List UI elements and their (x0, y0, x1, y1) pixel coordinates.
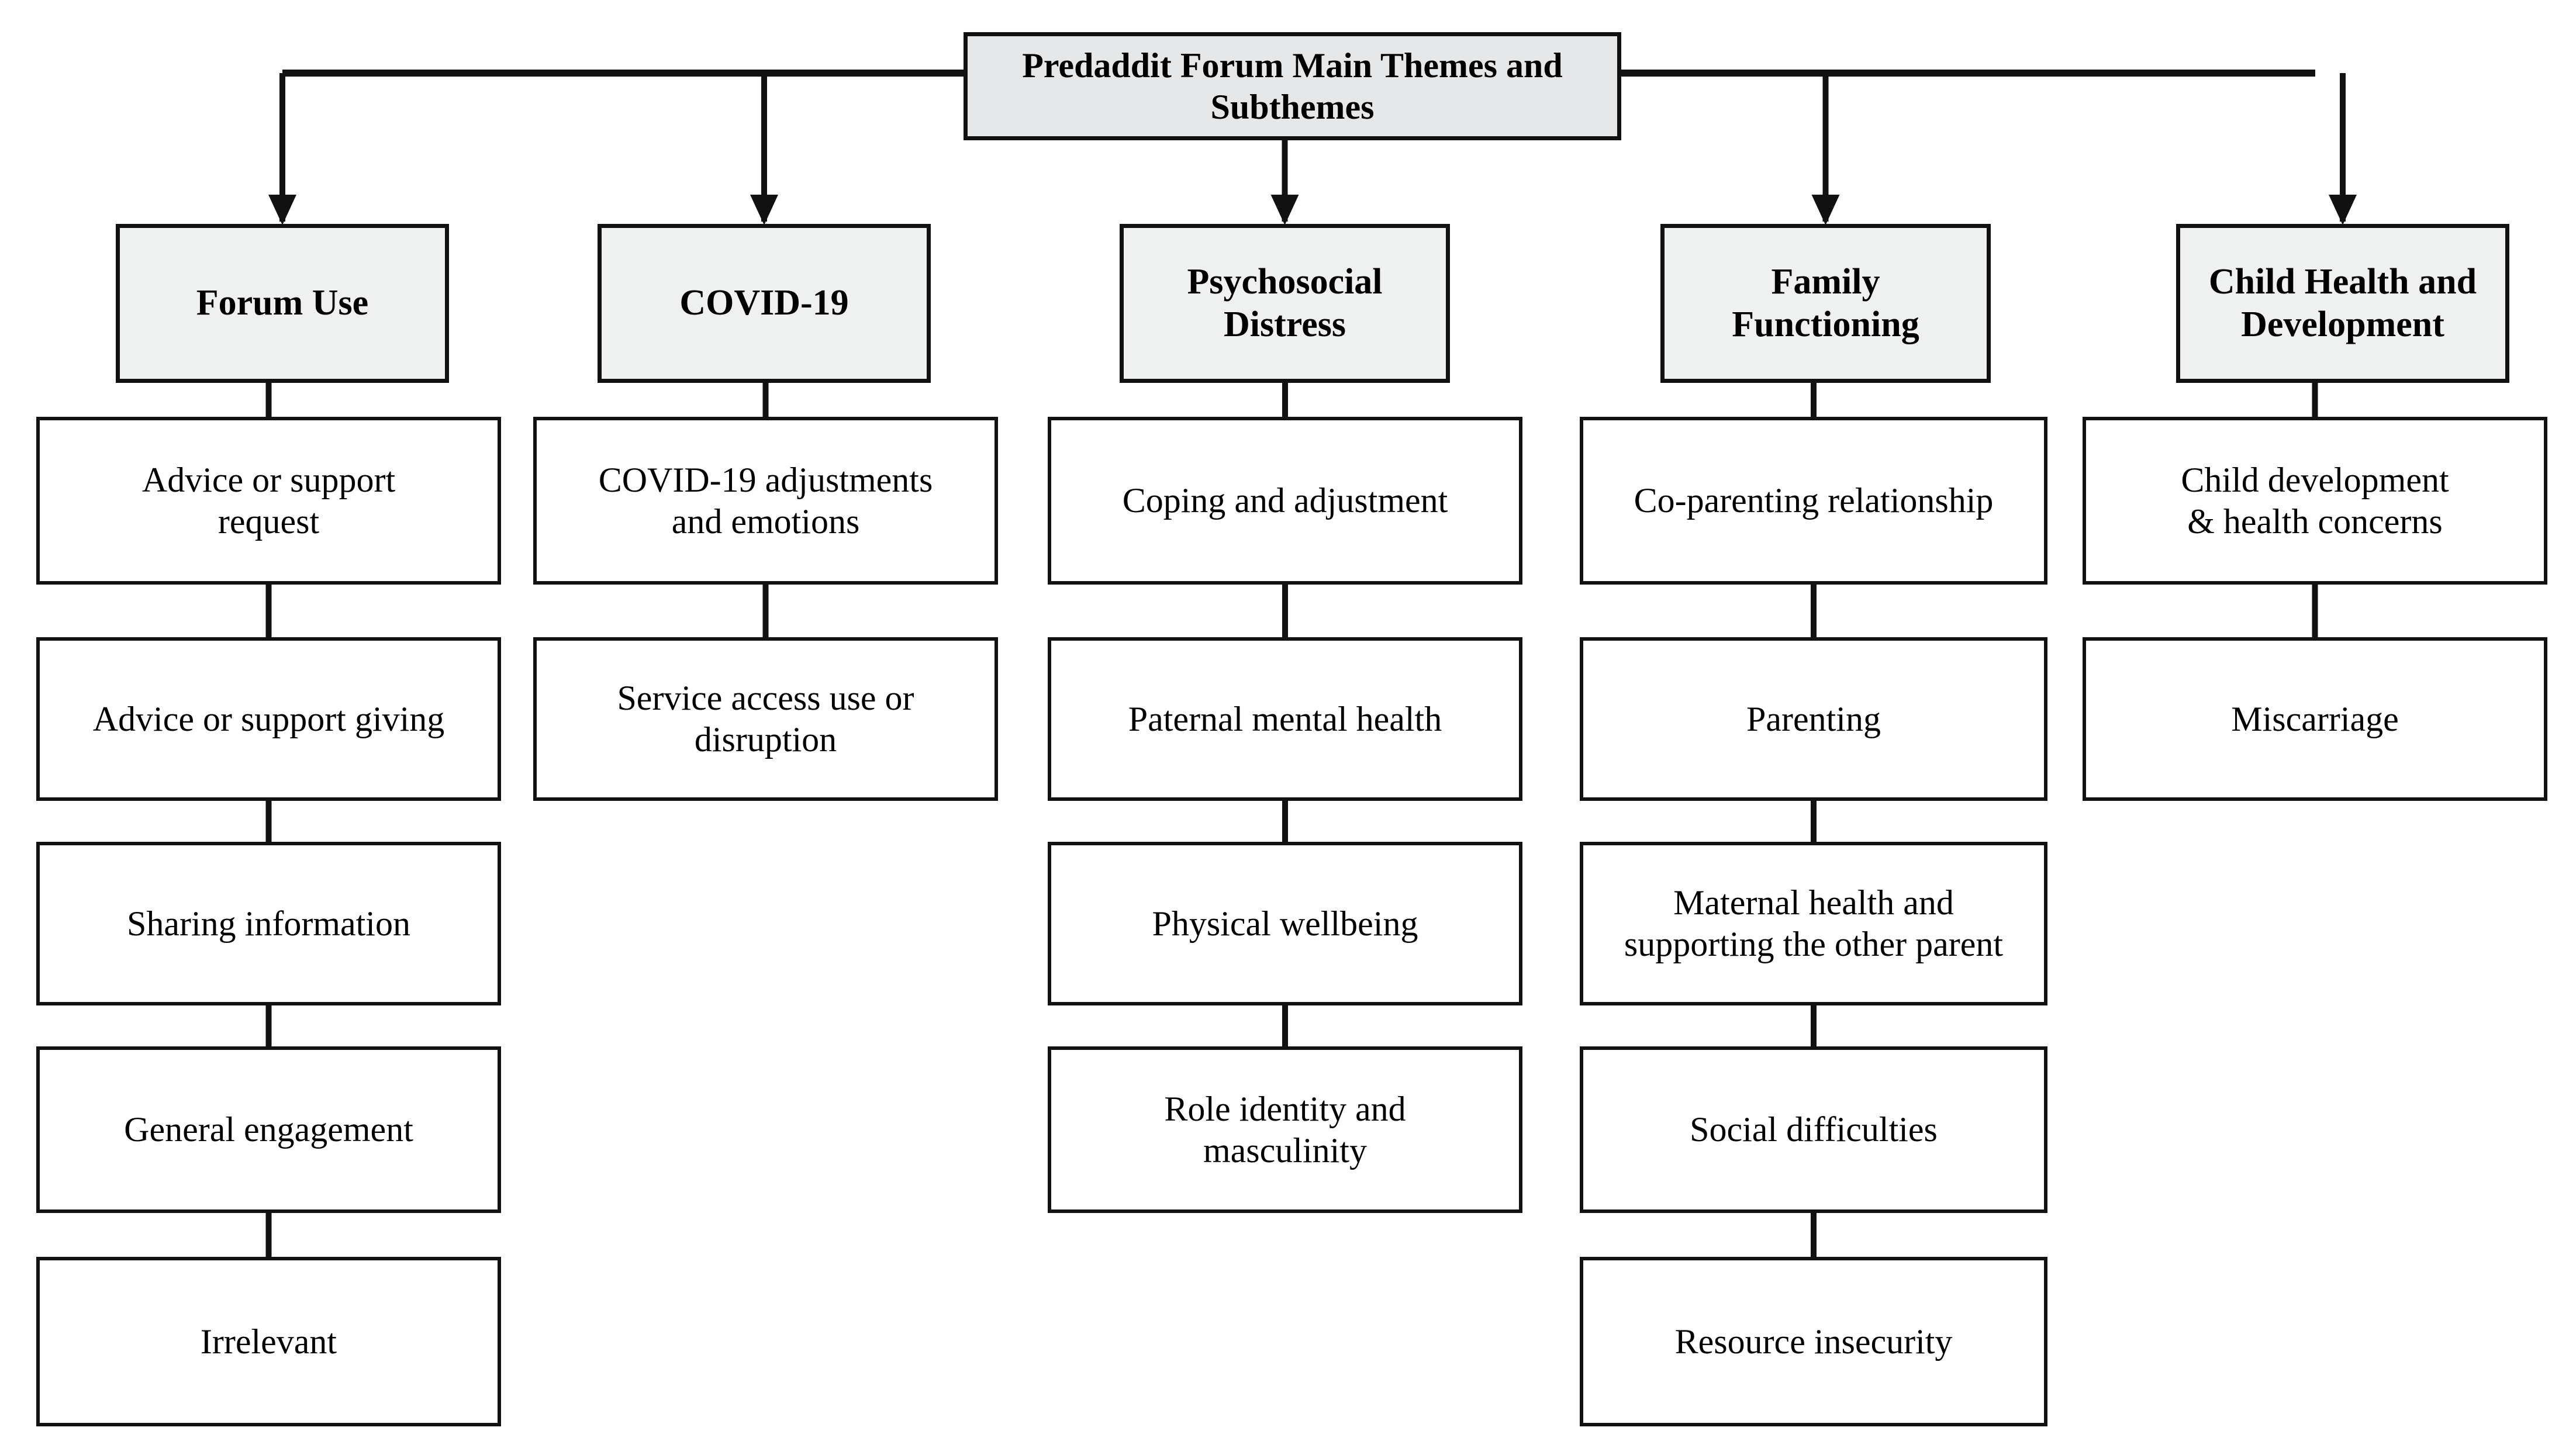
subtheme-node-forum-use-1: Advice or support giving (36, 637, 501, 801)
subtheme-node-family-functioning-2-label: Maternal health and supporting the other… (1624, 883, 2004, 963)
subtheme-node-psychosocial-distress-3-label: Role identity and masculinity (1164, 1089, 1406, 1170)
subtheme-node-family-functioning-4-label: Resource insecurity (1674, 1322, 1953, 1361)
subtheme-node-family-functioning-1: Parenting (1580, 637, 2047, 801)
subtheme-node-family-functioning-0-label: Co-parenting relationship (1634, 481, 1994, 520)
subtheme-node-forum-use-3-label: General engagement (124, 1110, 413, 1149)
subtheme-node-child-health-and-development-1: Miscarriage (2083, 637, 2547, 801)
subtheme-node-covid-19-0: COVID-19 adjustments and emotions (533, 417, 998, 585)
subtheme-node-covid-19-0-label: COVID-19 adjustments and emotions (598, 460, 933, 541)
theme-node-covid-19: COVID-19 (598, 224, 931, 383)
subtheme-node-covid-19-1-label: Service access use or disruption (617, 679, 914, 759)
subtheme-node-forum-use-3: General engagement (36, 1046, 501, 1213)
subtheme-node-forum-use-2-label: Sharing information (127, 904, 410, 943)
subtheme-node-child-health-and-development-1-label: Miscarriage (2231, 699, 2399, 738)
subtheme-node-forum-use-0-label: Advice or support request (141, 460, 396, 541)
subtheme-node-psychosocial-distress-2-label: Physical wellbeing (1152, 904, 1418, 943)
theme-node-covid-19-label: COVID-19 (679, 283, 849, 323)
subtheme-node-psychosocial-distress-1: Paternal mental health (1048, 637, 1522, 801)
theme-node-child-health-and-development: Child Health and Development (2176, 224, 2509, 383)
subtheme-node-family-functioning-3-label: Social difficulties (1690, 1110, 1938, 1149)
theme-node-psychosocial-distress: Psychosocial Distress (1120, 224, 1450, 383)
subtheme-node-forum-use-2: Sharing information (36, 842, 501, 1005)
subtheme-node-forum-use-0: Advice or support request (36, 417, 501, 585)
subtheme-node-psychosocial-distress-1-label: Paternal mental health (1128, 699, 1442, 738)
theme-node-child-health-and-development-label: Child Health and Development (2208, 261, 2477, 344)
subtheme-node-child-health-and-development-0: Child development & health concerns (2083, 417, 2547, 585)
subtheme-node-psychosocial-distress-2: Physical wellbeing (1048, 842, 1522, 1005)
subtheme-node-forum-use-1-label: Advice or support giving (92, 699, 445, 738)
subtheme-node-family-functioning-3: Social difficulties (1580, 1046, 2047, 1213)
subtheme-node-child-health-and-development-0-label: Child development & health concerns (2181, 460, 2449, 541)
theme-node-psychosocial-distress-label: Psychosocial Distress (1187, 261, 1383, 344)
subtheme-node-family-functioning-4: Resource insecurity (1580, 1257, 2047, 1426)
theme-node-forum-use-label: Forum Use (196, 283, 369, 323)
subtheme-node-psychosocial-distress-3: Role identity and masculinity (1048, 1046, 1522, 1213)
subtheme-node-psychosocial-distress-0-label: Coping and adjustment (1122, 481, 1448, 520)
subtheme-node-family-functioning-0: Co-parenting relationship (1580, 417, 2047, 585)
root-node: Predaddit Forum Main Themes and Subtheme… (964, 32, 1621, 140)
theme-node-forum-use: Forum Use (116, 224, 449, 383)
subtheme-node-family-functioning-2: Maternal health and supporting the other… (1580, 842, 2047, 1005)
root-node-label: Predaddit Forum Main Themes and Subtheme… (1022, 46, 1563, 126)
subtheme-node-psychosocial-distress-0: Coping and adjustment (1048, 417, 1522, 585)
theme-node-family-functioning-label: Family Functioning (1732, 261, 1919, 344)
subtheme-node-forum-use-4-label: Irrelevant (200, 1322, 337, 1361)
subtheme-node-family-functioning-1-label: Parenting (1746, 699, 1881, 738)
theme-node-family-functioning: Family Functioning (1660, 224, 1991, 383)
subtheme-node-covid-19-1: Service access use or disruption (533, 637, 998, 801)
subtheme-node-forum-use-4: Irrelevant (36, 1257, 501, 1426)
